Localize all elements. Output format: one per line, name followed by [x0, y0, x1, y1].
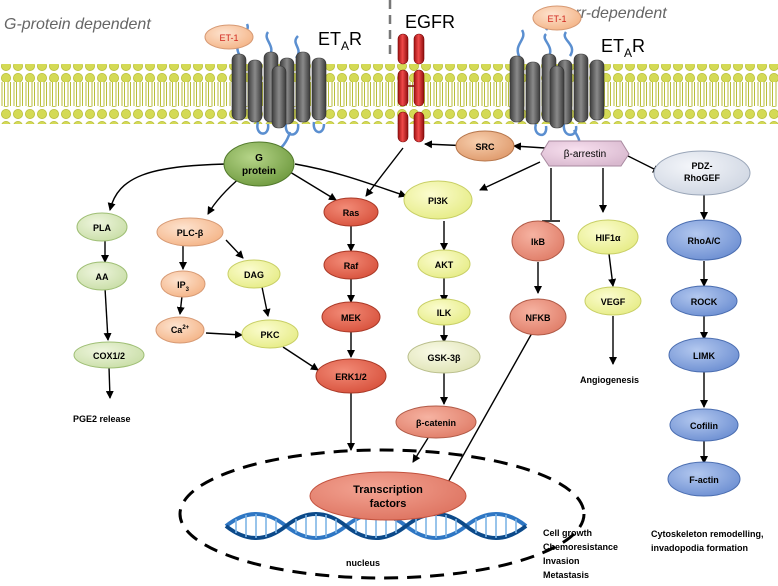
pi3k-node [403, 180, 473, 220]
plc-beta-label: PLC-β [177, 228, 204, 238]
mek-label: MEK [341, 313, 362, 323]
pi3k-label: PI3K [428, 196, 449, 206]
hif1a-node [577, 219, 639, 255]
pathway-arrows [101, 140, 708, 494]
mek-node [321, 301, 381, 333]
g-protein-label-2: protein [242, 166, 276, 177]
ras-node [323, 197, 379, 227]
nucleus-boundary [178, 448, 586, 580]
akt-node [417, 249, 471, 279]
cox-node [73, 341, 145, 369]
rock-label: ROCK [691, 297, 718, 307]
et1-label-right: ET-1 [547, 14, 566, 24]
vegf-label: VEGF [601, 297, 626, 307]
factin-node [667, 461, 741, 497]
egfr-label: EGFR [405, 12, 455, 32]
cofilin-node [669, 408, 739, 442]
pathway-nodes: G protein β-arrestin SRC PDZ- RhoGEF PLA… [73, 130, 751, 497]
calcium-label: Ca2+ [171, 325, 190, 335]
src-label: SRC [475, 142, 495, 152]
invadopodia-formation-label: invadopodia formation [651, 543, 748, 553]
beta-arrestin-label: β-arrestin [564, 149, 606, 160]
rock-node [670, 285, 738, 317]
etar-receptor-left: ET-1 ETAR [204, 23, 362, 157]
gsk3b-node [407, 340, 481, 374]
metastasis-label: Metastasis [543, 570, 589, 580]
transcription-factors-label-2: factors [370, 498, 407, 510]
g-protein-dependent-label: G-protein dependent [4, 16, 151, 33]
src-node [455, 130, 515, 162]
etar-receptor-right: ET-1 ETAR [509, 5, 645, 149]
rhoac-node [666, 219, 742, 261]
raf-label: Raf [344, 261, 360, 271]
beta-catenin-node [395, 405, 477, 439]
etar-label-left: ETAR [318, 29, 362, 53]
nfkb-label: NFKB [526, 313, 551, 323]
calcium-node [155, 316, 205, 344]
pkc-node [241, 319, 299, 349]
pla-node [76, 212, 128, 242]
aa-node [76, 261, 128, 291]
beta-catenin-label: β-catenin [416, 418, 456, 428]
dna-helix-icon [224, 512, 528, 540]
dag-label: DAG [244, 270, 264, 280]
pdz-rhogef-label: PDZ- [692, 161, 713, 171]
transcription-factors-label: Transcription [353, 484, 423, 496]
outcome-labels: PGE2 release Angiogenesis Cell growth Ch… [73, 375, 764, 580]
dag-node [227, 259, 281, 289]
ikb-label: IkB [531, 237, 546, 247]
et1-ligand-left [204, 24, 254, 50]
pkc-label: PKC [260, 330, 280, 340]
transcription-factors-node [309, 471, 467, 521]
gsk3b-label: GSK-3β [428, 353, 462, 363]
limk-label: LIMK [693, 351, 715, 361]
g-protein-node [223, 141, 295, 187]
et1-label-left: ET-1 [219, 33, 238, 43]
vegf-node [584, 286, 642, 316]
pdz-rhogef-node [653, 150, 751, 196]
invasion-label: Invasion [543, 556, 580, 566]
limk-node [668, 337, 740, 373]
ip3-label: IP3 [177, 280, 190, 293]
cytoskeleton-remodelling-label: Cytoskeleton remodelling, [651, 529, 764, 539]
erk-node [315, 358, 387, 394]
egfr-receptor: EGFR [397, 12, 455, 143]
etar-label-right: ETAR [601, 36, 645, 60]
pla-label: PLA [93, 223, 112, 233]
hif1a-label: HIF1α [595, 233, 621, 243]
factin-label: F-actin [689, 475, 719, 485]
plc-beta-node [156, 217, 224, 247]
ikb-node [511, 220, 565, 262]
cell-membrane [0, 64, 778, 124]
pdz-rhogef-label-2: RhoGEF [684, 173, 720, 183]
ilk-label: ILK [437, 308, 452, 318]
beta-arrestin-node [540, 140, 630, 167]
raf-node [323, 250, 379, 280]
ilk-node [417, 298, 471, 326]
pge2-release-label: PGE2 release [73, 414, 131, 424]
g-protein-label: G [255, 153, 263, 164]
ip3-node [160, 270, 206, 298]
ras-label: Ras [343, 208, 360, 218]
erk-label: ERK1/2 [335, 372, 367, 382]
rhoac-label: RhoA/C [688, 236, 721, 246]
akt-label: AKT [435, 260, 454, 270]
cell-growth-label: Cell growth [543, 528, 592, 538]
angiogenesis-label: Angiogenesis [580, 375, 639, 385]
et1-ligand-right [532, 5, 582, 31]
nucleus-label: nucleus [346, 558, 380, 568]
cox-label: COX1/2 [93, 351, 125, 361]
nfkb-node [509, 298, 567, 336]
aa-label: AA [96, 272, 109, 282]
chemoresistance-label: Chemoresistance [543, 542, 618, 552]
cofilin-label: Cofilin [690, 421, 718, 431]
